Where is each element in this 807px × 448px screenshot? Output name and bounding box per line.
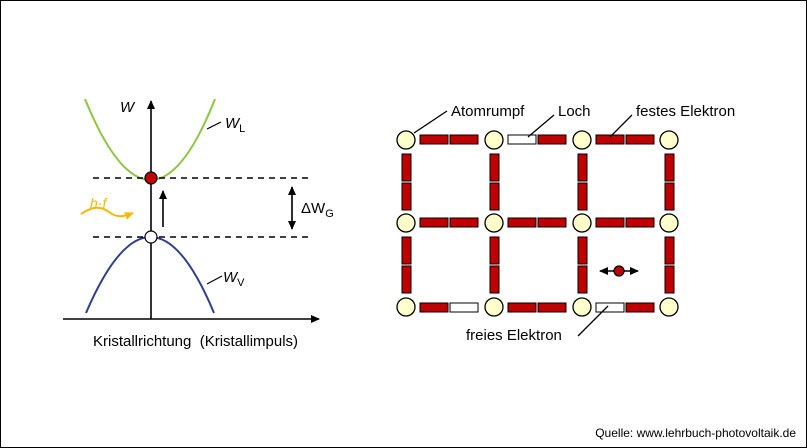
bond-electron — [489, 265, 500, 294]
atom-core — [484, 130, 504, 150]
festes-elektron-label: festes Elektron — [636, 103, 735, 120]
bond-electron — [577, 265, 588, 294]
atom-core — [484, 297, 504, 317]
bond-electron — [595, 217, 625, 228]
bond-electron — [537, 134, 567, 145]
valence-label-leader — [206, 275, 223, 285]
conduction-band-curve — [84, 98, 216, 181]
bond-electron — [625, 134, 655, 145]
y-axis-label: W — [120, 99, 136, 116]
bond-electron — [449, 134, 479, 145]
bond-electron — [507, 302, 537, 313]
bond-electron — [537, 217, 567, 228]
bond-electron — [664, 153, 675, 182]
bond-electron — [595, 134, 625, 145]
bond-electron — [664, 236, 675, 265]
source-credit: Quelle: www.lehrbuch-photovoltaik.de — [595, 426, 796, 440]
atom-core — [396, 297, 416, 317]
festes-elektron-leader — [609, 114, 633, 138]
freies-elektron-leader — [577, 305, 609, 337]
conduction-label-leader — [206, 121, 222, 130]
valence-band-curve — [85, 236, 215, 314]
loch-leader — [527, 114, 555, 138]
horizontal-bonds — [419, 134, 655, 313]
lattice-diagram: Atomrumpf Loch festes Elektron freies El… — [396, 103, 735, 344]
atomrumpf-label: Atomrumpf — [451, 103, 525, 120]
valence-band-subscript: V — [237, 277, 245, 289]
bond-electron — [664, 265, 675, 294]
bond-electron — [419, 217, 449, 228]
bond-electron — [625, 217, 655, 228]
bond-electron — [577, 182, 588, 211]
atom-core — [572, 213, 592, 233]
bond-electron — [419, 134, 449, 145]
atom-core — [659, 297, 679, 317]
atom-core — [484, 213, 504, 233]
svg-text:WV: WV — [223, 269, 245, 289]
bond-electron — [401, 153, 412, 182]
band-gap-subscript: G — [325, 208, 334, 220]
bond-electron — [401, 265, 412, 294]
bond-hole — [507, 134, 537, 145]
conduction-band-label: W — [225, 115, 241, 132]
bond-electron — [449, 217, 479, 228]
band-diagram: W WL WV h·f ΔWG Kristallrichtung (Krista… — [63, 98, 334, 350]
bond-hole — [449, 302, 479, 313]
x-axis-label: Kristallrichtung (Kristallimpuls) — [93, 333, 298, 350]
hole-dot — [144, 230, 158, 244]
bond-electron — [489, 182, 500, 211]
free-electron-dot — [613, 265, 625, 277]
svg-text:WL: WL — [225, 115, 245, 135]
atom-cores — [396, 130, 679, 317]
conduction-band-subscript: L — [239, 123, 245, 135]
valence-band-label: W — [223, 269, 239, 286]
atom-core — [572, 130, 592, 150]
electron-dot — [144, 171, 158, 185]
bond-electron — [577, 236, 588, 265]
loch-label: Loch — [558, 103, 591, 120]
bond-electron — [577, 153, 588, 182]
atom-core — [396, 130, 416, 150]
bond-electron — [489, 236, 500, 265]
band-gap-label: ΔW — [301, 200, 326, 217]
bond-electron — [401, 182, 412, 211]
vertical-bonds — [401, 153, 675, 294]
freies-elektron-label: freies Elektron — [466, 327, 562, 344]
atom-core — [659, 213, 679, 233]
bond-electron — [401, 236, 412, 265]
atom-core — [659, 130, 679, 150]
bond-hole — [595, 302, 625, 313]
atom-core — [572, 297, 592, 317]
photon-label: h·f — [90, 195, 108, 211]
bond-electron — [625, 302, 655, 313]
bond-electron — [537, 302, 567, 313]
atomrumpf-leader — [413, 110, 448, 134]
atom-core — [396, 213, 416, 233]
bond-electron — [507, 217, 537, 228]
bond-electron — [489, 153, 500, 182]
bond-electron — [664, 182, 675, 211]
photon-wave-arrow — [80, 206, 134, 220]
bond-electron — [419, 302, 449, 313]
svg-text:ΔWG: ΔWG — [301, 200, 334, 220]
